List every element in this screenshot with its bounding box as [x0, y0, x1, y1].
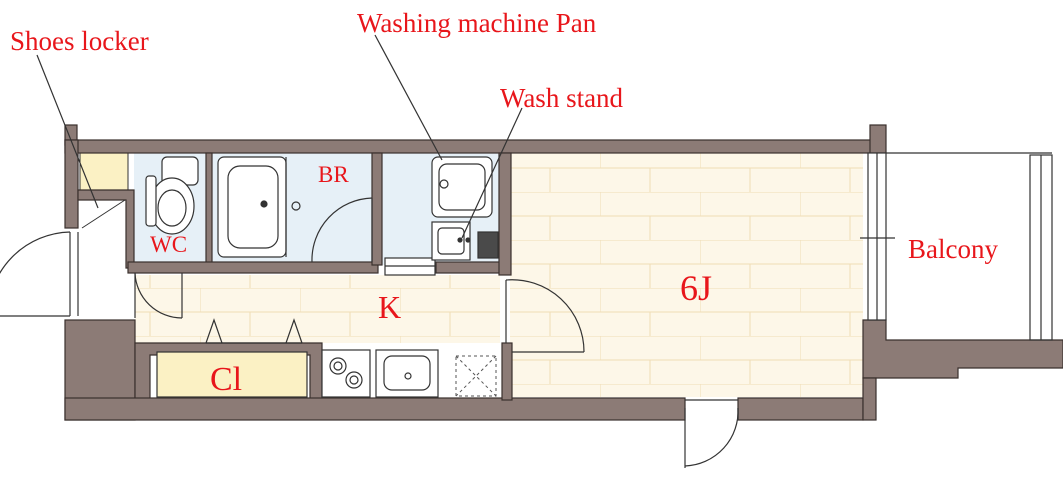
- bathtub-icon: [217, 156, 301, 258]
- balcony-window: [860, 152, 895, 321]
- walls: [64, 124, 1063, 421]
- closet-area: [156, 351, 308, 398]
- label-shoes-locker: Shoes locker: [10, 26, 149, 56]
- shoes-locker-shelf: [79, 152, 129, 192]
- balcony-railing: [886, 152, 1053, 341]
- label-washing-machine-pan: Washing machine Pan: [357, 8, 597, 38]
- label-br: BR: [318, 162, 349, 187]
- doors: [0, 197, 739, 468]
- stove-icon: [321, 349, 371, 398]
- kitchen-sink-icon: [375, 349, 439, 398]
- toilet-icon: [145, 156, 199, 235]
- room-6j-floor: [510, 153, 863, 397]
- label-balcony: Balcony: [908, 234, 998, 264]
- label-closet: Cl: [210, 361, 242, 398]
- refrigerator-space-icon: [455, 355, 497, 397]
- wash-stand-icon: [431, 221, 499, 261]
- label-wash-stand: Wash stand: [500, 83, 624, 113]
- label-room-6j: 6J: [680, 268, 712, 308]
- washing-machine-pan-icon: [431, 156, 493, 218]
- shoes-locker-diagonal: [81, 199, 126, 229]
- entrance-floor: [78, 228, 134, 320]
- kitchen-floor: [135, 275, 500, 343]
- closet-door-icons: [205, 318, 303, 344]
- label-wc: WC: [150, 232, 187, 257]
- leader-lines: [36, 34, 523, 239]
- label-kitchen: K: [378, 289, 401, 325]
